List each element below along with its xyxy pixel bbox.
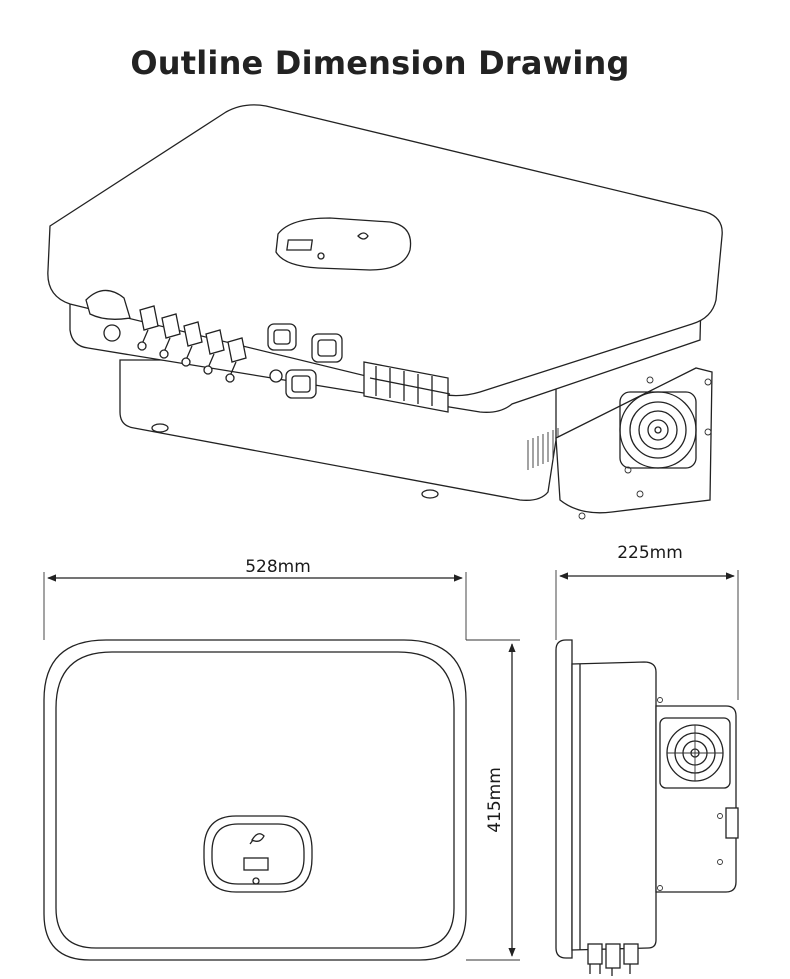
led-indicator	[317, 252, 325, 260]
height-label: 415mm	[485, 767, 505, 833]
pv-connectors	[137, 305, 247, 383]
breather-valve	[103, 324, 121, 342]
side-lid-edge	[555, 639, 573, 959]
page-title: Outline Dimension Drawing	[130, 44, 630, 82]
ac-terminal-block	[363, 361, 451, 413]
foot	[421, 489, 439, 499]
heatsink-fins	[527, 428, 559, 470]
side-bottom-connectors	[587, 943, 639, 976]
vent-hood	[85, 289, 131, 320]
front-display-screen	[243, 857, 269, 871]
display-panel	[275, 217, 412, 271]
side-view: 225mm	[555, 543, 739, 976]
side-handle	[725, 807, 739, 839]
front-led-indicator	[252, 877, 260, 885]
width-label: 528mm	[245, 557, 311, 577]
display-screen	[286, 239, 314, 251]
leaf-logo-icon	[357, 232, 369, 240]
front-display-panel	[203, 815, 313, 893]
mounting-bracket	[555, 367, 713, 520]
front-lid-outline	[43, 639, 467, 961]
comm-ports	[267, 323, 343, 399]
front-view: 528mm 415mm	[43, 557, 520, 961]
foot	[151, 423, 169, 433]
isometric-view	[47, 104, 723, 520]
side-housing	[571, 661, 657, 951]
leaf-logo-icon	[249, 833, 265, 845]
depth-label: 225mm	[617, 543, 683, 563]
